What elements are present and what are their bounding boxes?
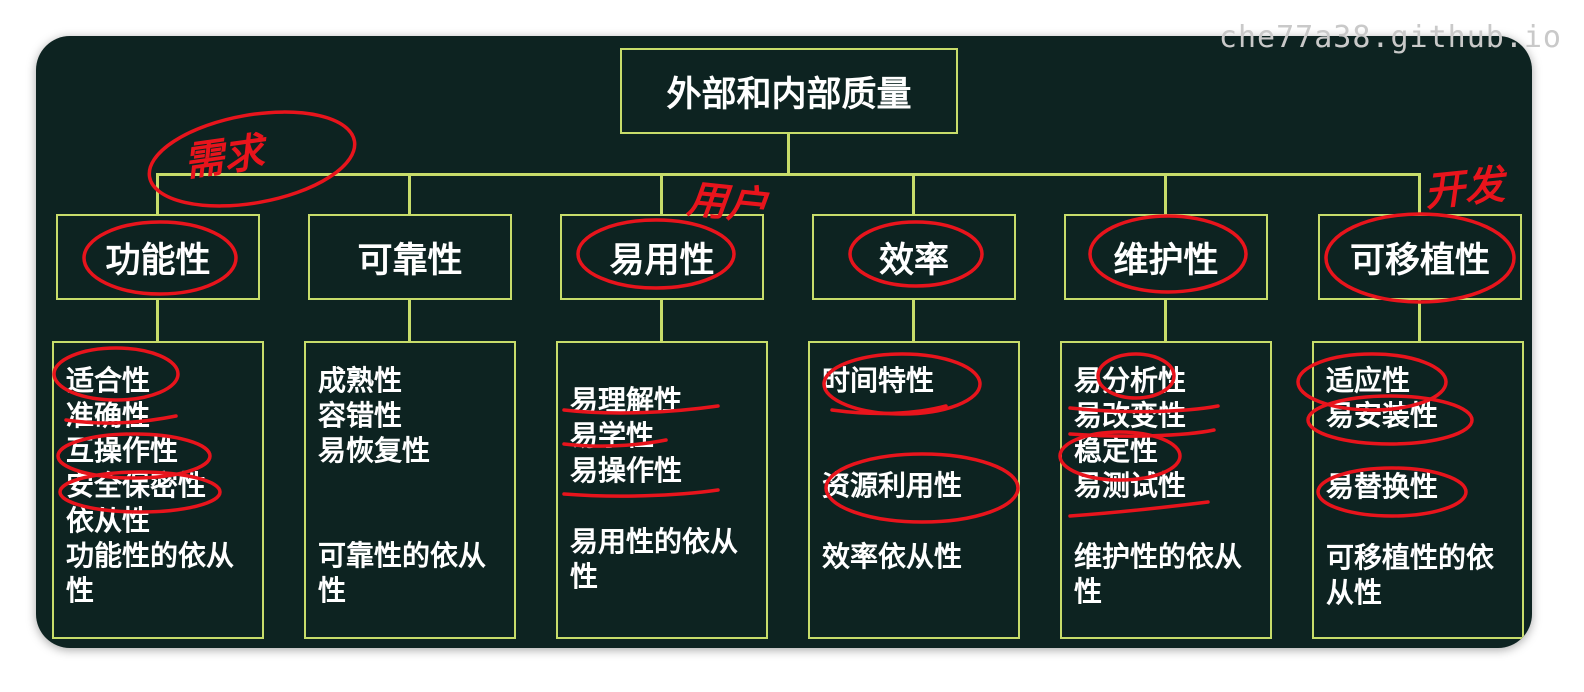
connector-sub-6 [1418, 300, 1421, 342]
subchar-item: 易学性 [570, 419, 655, 452]
subchar-item: 可靠性的依从性 [318, 539, 487, 607]
subchar-item: 易用性的依从性 [570, 525, 739, 593]
subchar-list-efficiency: 时间特性 资源利用性 效率依从性 [808, 341, 1020, 639]
connector-horizontal [156, 173, 1421, 176]
category-reliability: 可靠性 [308, 214, 512, 300]
connector-drop-2 [408, 173, 411, 215]
subchar-item: 效率依从性 [822, 540, 963, 573]
connector-sub-4 [912, 300, 915, 342]
category-efficiency: 效率 [812, 214, 1016, 300]
subchar-item: 依从性 [66, 504, 151, 537]
category-portability: 可移植性 [1318, 214, 1522, 300]
subchar-item: 准确性 [66, 399, 151, 432]
subchar-item: 易替换性 [1326, 470, 1439, 503]
subchar-item: 易操作性 [570, 454, 683, 487]
subchar-item: 功能性的依从性 [66, 539, 235, 607]
subchar-item: 适应性 [1326, 364, 1411, 397]
connector-sub-3 [660, 300, 663, 342]
subchar-item: 易测试性 [1074, 469, 1187, 502]
subchar-item: 易安装性 [1326, 399, 1439, 432]
chalkboard-diagram: 外部和内部质量 功能性 可靠性 易用性 效率 维护性 可移植性 适合性 准确性 … [36, 36, 1532, 648]
subchar-item: 适合性 [66, 364, 151, 397]
subchar-item: 容错性 [318, 399, 403, 432]
subchar-list-functionality: 适合性 准确性 互操作性 安全保密性 依从性 功能性的依从性 [52, 341, 264, 639]
subchar-item: 维护性的依从性 [1074, 540, 1243, 608]
connector-sub-1 [156, 300, 159, 342]
subchar-item: 资源利用性 [822, 469, 963, 502]
subchar-list-reliability: 成熟性 容错性 易恢复性 可靠性的依从性 [304, 341, 516, 639]
subchar-item: 稳定性 [1074, 434, 1159, 467]
subchar-list-usability: 易理解性 易学性 易操作性 易用性的依从性 [556, 341, 768, 639]
subchar-item: 易分析性 [1074, 364, 1187, 397]
connector-drop-1 [156, 173, 159, 215]
watermark: che77a38.github.io [1218, 20, 1562, 55]
subchar-list-portability: 适应性 易安装性 易替换性 可移植性的依从性 [1312, 341, 1524, 639]
subchar-item: 时间特性 [822, 364, 935, 397]
subchar-item: 互操作性 [66, 434, 179, 467]
subchar-item: 成熟性 [318, 364, 403, 397]
subchar-item: 可移植性的依从性 [1326, 541, 1495, 609]
subchar-item: 易改变性 [1074, 399, 1187, 432]
category-functionality: 功能性 [56, 214, 260, 300]
connector-root-down [787, 134, 790, 174]
category-usability: 易用性 [560, 214, 764, 300]
root-node: 外部和内部质量 [620, 48, 958, 134]
connector-sub-2 [408, 300, 411, 342]
connector-drop-5 [1164, 173, 1167, 215]
subchar-item: 易理解性 [570, 384, 683, 417]
ink-note-requirement: 需求 [181, 128, 273, 186]
subchar-list-maintainability: 易分析性 易改变性 稳定性 易测试性 维护性的依从性 [1060, 341, 1272, 639]
category-maintainability: 维护性 [1064, 214, 1268, 300]
subchar-item: 安全保密性 [66, 469, 207, 502]
connector-drop-3 [660, 173, 663, 215]
connector-drop-6 [1418, 173, 1421, 215]
ink-circle-requirement-note [147, 110, 357, 208]
subchar-item: 易恢复性 [318, 434, 431, 467]
connector-sub-5 [1164, 300, 1167, 342]
ink-note-develop: 开发 [1422, 161, 1511, 216]
connector-drop-4 [912, 173, 915, 215]
